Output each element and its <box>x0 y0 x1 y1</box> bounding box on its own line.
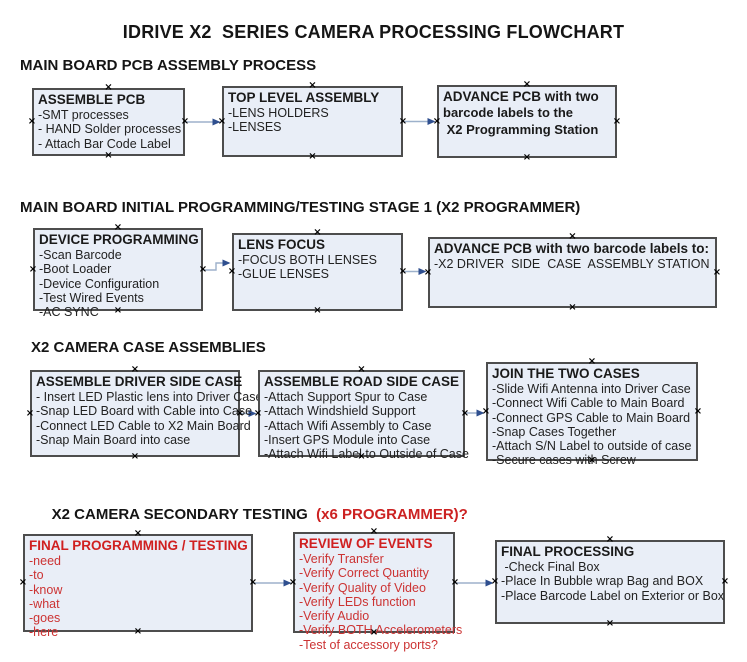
box-line: -Secure cases with Screw <box>492 453 636 468</box>
box-title: DEVICE PROGRAMMING <box>39 232 199 247</box>
box-line: - Attach Bar Code Label <box>38 136 171 151</box>
box-line: -Snap LED Board with Cable into Case <box>36 404 253 419</box>
box-title: TOP LEVEL ASSEMBLY <box>228 90 380 105</box>
box-line: -Insert GPS Module into Case <box>264 432 431 447</box>
section-header-pcb-assembly: MAIN BOARD PCB ASSEMBLY PROCESS <box>20 57 317 74</box>
flow-box-final-processing: FINAL PROCESSING -Check Final Box -Place… <box>495 540 725 624</box>
box-line: -Scan Barcode <box>39 248 122 262</box>
box-line: - Insert LED Plastic lens into Driver Ca… <box>36 390 263 404</box>
box-line: -LENS HOLDERS <box>228 106 329 120</box>
section-header-x6-programmer-label: (x6 PROGRAMMER)? <box>316 506 468 523</box>
section-header-initial-programming: MAIN BOARD INITIAL PROGRAMMING/TESTING S… <box>20 199 581 216</box>
box-line: -Slide Wifi Antenna into Driver Case <box>492 382 691 396</box>
box-line: -FOCUS BOTH LENSES <box>238 253 377 267</box>
box-line: -LENSES <box>228 120 282 135</box>
box-line: -Connect Wifi Cable to Main Board <box>492 396 685 411</box>
box-line: -Snap Main Board into case <box>36 432 191 447</box>
box-line: -Boot Loader <box>39 262 112 277</box>
box-line: -goes <box>29 611 61 626</box>
box-line: -Verify Transfer <box>299 552 384 566</box>
box-line: -Verify Audio <box>299 609 370 624</box>
box-line: X2 Programming Station <box>443 121 599 137</box>
flow-box-lens-focus: LENS FOCUS -FOCUS BOTH LENSES -GLUE LENS… <box>232 233 403 311</box>
flow-box-advance-pcb-programming-station: ADVANCE PCB with two barcode labels to t… <box>437 85 617 158</box>
flow-box-final-programming-testing: FINAL PROGRAMMING / TESTING -need -to -k… <box>23 534 253 639</box>
box-line: -X2 DRIVER SIDE CASE ASSEMBLY STATION <box>434 257 710 271</box>
box-title: ASSEMBLE PCB <box>38 92 146 107</box>
box-line: -here <box>29 625 59 640</box>
flow-box-assemble-driver-side-case: ASSEMBLE DRIVER SIDE CASE - Insert LED P… <box>30 370 263 457</box>
page-title: IDRIVE X2 SERIES CAMERA PROCESSING FLOWC… <box>122 22 625 42</box>
box-line: - HAND Solder processes <box>38 122 182 137</box>
box-line: -Connect GPS Cable to Main Board <box>492 410 691 425</box>
box-line: -to <box>29 568 44 583</box>
box-line: -Place In Bubble wrap Bag and BOX <box>501 574 704 589</box>
flow-box-review-of-events: REVIEW OF EVENTS -Verify Transfer -Verif… <box>293 532 462 652</box>
box-line: -Verify LEDs function <box>299 594 416 609</box>
box-title: ADVANCE PCB with two <box>443 89 599 104</box>
box-line: -SMT processes <box>38 108 129 122</box>
box-line: -AC SYNC <box>39 305 99 320</box>
box-line: -Attach S/N Label to outside of case <box>492 439 692 454</box>
flow-box-assemble-road-side-case: ASSEMBLE ROAD SIDE CASE -Attach Support … <box>258 370 469 461</box>
box-line: -need <box>29 554 61 568</box>
box-line: -Verify Quality of Video <box>299 580 426 595</box>
box-line: barcode labels to the <box>443 105 574 120</box>
box-line: -Test of accessory ports? <box>299 637 438 652</box>
box-title: FINAL PROGRAMMING / TESTING <box>29 538 248 553</box>
flow-box-join-the-two-cases: JOIN THE TWO CASES -Slide Wifi Antenna i… <box>486 362 698 467</box>
section-header-secondary-testing: X2 CAMERA SECONDARY TESTING (x6 PROGRAMM… <box>35 489 468 540</box>
flow-box-device-programming: DEVICE PROGRAMMING -Scan Barcode -Boot L… <box>33 228 203 319</box>
box-line: -Attach Windshield Support <box>264 404 416 419</box>
box-title: ADVANCE PCB with two barcode labels to: <box>434 241 710 256</box>
box-line: -Verify Correct Quantity <box>299 566 429 581</box>
box-line: -Place Barcode Label on Exterior or Box <box>501 588 725 603</box>
flow-box-top-level-assembly: TOP LEVEL ASSEMBLY -LENS HOLDERS -LENSES <box>222 86 403 157</box>
box-line: -Attach Support Spur to Case <box>264 390 428 404</box>
box-line: -Device Configuration <box>39 276 160 291</box>
box-line: -GLUE LENSES <box>238 267 330 282</box>
box-line: -Snap Cases Together <box>492 424 617 439</box>
box-line: -Check Final Box <box>501 560 600 574</box>
box-line: -Test Wired Events <box>39 290 144 305</box>
box-line: -Attach Wifi Label to Outside of Case <box>264 447 469 462</box>
box-line: -Connect LED Cable to X2 Main Board <box>36 418 251 433</box>
flow-box-assemble-pcb: ASSEMBLE PCB -SMT processes - HAND Solde… <box>32 88 185 156</box>
box-title: FINAL PROCESSING <box>501 544 635 559</box>
section-header-case-assemblies: X2 CAMERA CASE ASSEMBLIES <box>31 339 266 356</box>
box-line: -Attach Wifi Assembly to Case <box>264 418 432 433</box>
box-line: -what <box>29 596 60 611</box>
box-title: JOIN THE TWO CASES <box>492 366 640 381</box>
flow-box-advance-pcb-driver-side: ADVANCE PCB with two barcode labels to: … <box>428 237 717 308</box>
section-header-secondary-testing-label: X2 CAMERA SECONDARY TESTING <box>51 506 317 523</box>
box-title: LENS FOCUS <box>238 237 326 252</box>
box-title: ASSEMBLE ROAD SIDE CASE <box>264 374 460 389</box>
box-title: ASSEMBLE DRIVER SIDE CASE <box>36 374 243 389</box>
box-line: -know <box>29 582 63 597</box>
arrow-s2-b1-b2 <box>203 259 231 271</box>
box-title: REVIEW OF EVENTS <box>299 536 433 551</box>
box-line: -Verify BOTH Accelerometers <box>299 623 463 638</box>
